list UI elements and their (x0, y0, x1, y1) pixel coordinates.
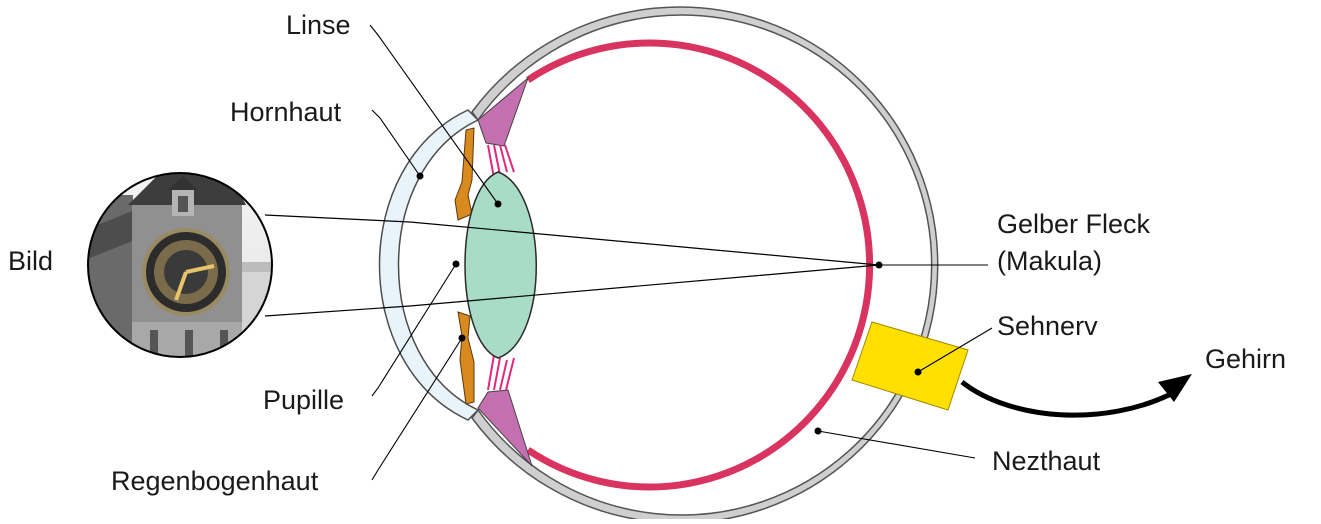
label-nezthaut: Nezthaut (992, 446, 1101, 476)
lens (465, 172, 536, 358)
label-linse: Linse (286, 10, 351, 40)
label-regenbogenhaut: Regenbogenhaut (111, 466, 319, 496)
iris-top (455, 128, 474, 220)
iris-bottom (458, 312, 474, 404)
label-hornhaut: Hornhaut (230, 97, 342, 127)
label-sehnerv: Sehnerv (997, 311, 1098, 341)
retina (528, 43, 870, 487)
optic-nerve (852, 322, 968, 410)
zonule-fibers-bottom (488, 355, 514, 390)
arrow-to-brain (962, 374, 1192, 415)
light-rays (265, 215, 879, 316)
image-of-clock-tower (85, 168, 282, 370)
label-gelber-fleck: Gelber Fleck (997, 209, 1151, 239)
label-pupille: Pupille (263, 385, 344, 415)
label-makula: (Makula) (997, 246, 1102, 276)
label-bild: Bild (8, 246, 53, 276)
label-gehirn: Gehirn (1205, 344, 1286, 374)
